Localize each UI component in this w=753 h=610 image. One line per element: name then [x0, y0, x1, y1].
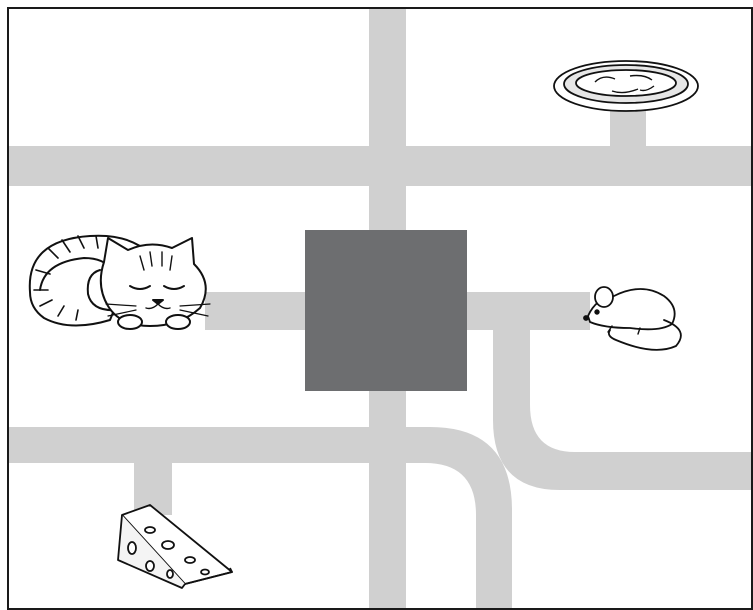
food-plate-icon — [554, 61, 698, 111]
path-curve-right — [493, 320, 753, 490]
path-cat-to-block — [205, 292, 315, 330]
mouse-icon — [584, 287, 681, 350]
cheese-wedge-icon — [118, 505, 232, 588]
path-plate-stub — [610, 110, 646, 150]
path-curve-bottom — [8, 427, 512, 610]
path-cheese-stub — [134, 455, 172, 515]
center-block — [305, 230, 467, 391]
sleeping-cat-icon — [30, 236, 210, 329]
